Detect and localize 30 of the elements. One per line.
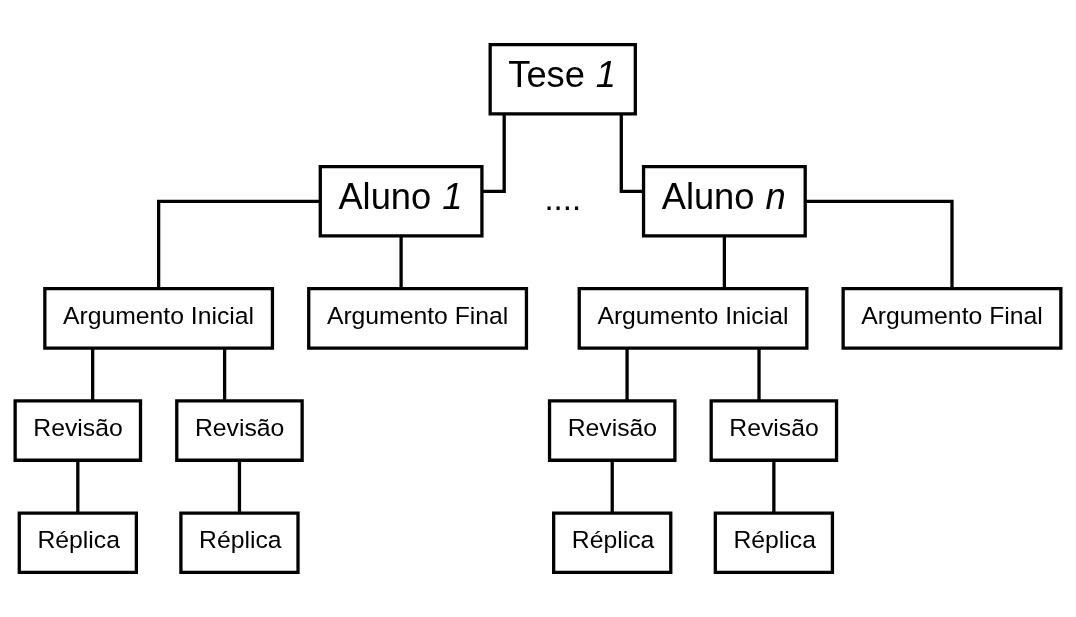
connector [757,348,761,401]
label: .... [544,179,582,217]
node-box: Revisão [547,399,677,462]
connector [610,460,614,513]
connector [399,236,403,289]
node-box: Aluno n [641,165,807,238]
connector [722,236,727,289]
connector [91,348,95,401]
node-box: Argumento Final [307,287,529,350]
connector [157,199,320,289]
node-box: Tese 1 [488,42,637,116]
connector [482,114,506,194]
node-box: Revisão [175,399,304,462]
node-box: Argumento Final [841,287,1063,350]
node-box: Argumento Inicial [43,287,275,350]
connector [772,460,776,513]
connector [76,460,80,513]
node-box: Aluno 1 [318,165,484,238]
connector [619,114,644,194]
connector [222,348,227,401]
node-box: Revisão [709,399,839,462]
connector [805,199,954,289]
node-box: Réplica [17,511,138,575]
node-box: Réplica [713,511,835,575]
connector [237,460,242,513]
node-box: Argumento Inicial [577,287,809,350]
node-box: Revisão [13,399,143,462]
node-box: Réplica [552,511,673,575]
connector [625,348,629,401]
node-box: Réplica [179,511,300,575]
